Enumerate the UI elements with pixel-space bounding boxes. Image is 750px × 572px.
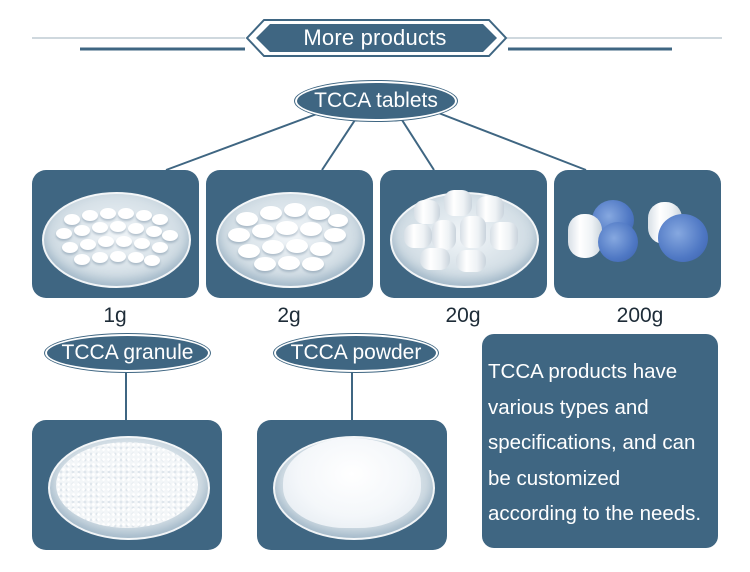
granule-pill: TCCA granule <box>45 334 210 372</box>
card-granule <box>32 420 222 550</box>
description-line: according to the needs. <box>488 502 702 525</box>
description-box: TCCA products have various types and spe… <box>482 334 718 548</box>
connector-1g <box>165 111 323 171</box>
card-20g <box>380 170 547 298</box>
card-powder <box>257 420 447 550</box>
size-label-200g: 200g <box>616 304 664 327</box>
tablets-pill: TCCA tablets <box>295 81 457 121</box>
description-line: TCCA products have <box>488 360 678 383</box>
description-line: specifications, and can <box>488 431 696 454</box>
description-line: various types and <box>488 395 649 419</box>
powder-pile <box>283 438 421 528</box>
connector-200g <box>435 111 587 171</box>
powder-pill: TCCA powder <box>274 334 438 372</box>
granule-pile <box>56 442 198 528</box>
connector-2g <box>321 119 356 171</box>
card-2g <box>206 170 373 298</box>
size-label-2g: 2g <box>277 304 301 327</box>
card-1g <box>32 170 199 298</box>
connector-20g <box>401 119 435 171</box>
size-label-1g: 1g <box>103 304 127 327</box>
header-title: More products <box>303 25 447 50</box>
header-hexagon-inner <box>256 24 497 52</box>
size-label-20g: 20g <box>445 304 481 327</box>
card-200g <box>554 170 721 298</box>
description-line: be customized <box>488 466 621 490</box>
